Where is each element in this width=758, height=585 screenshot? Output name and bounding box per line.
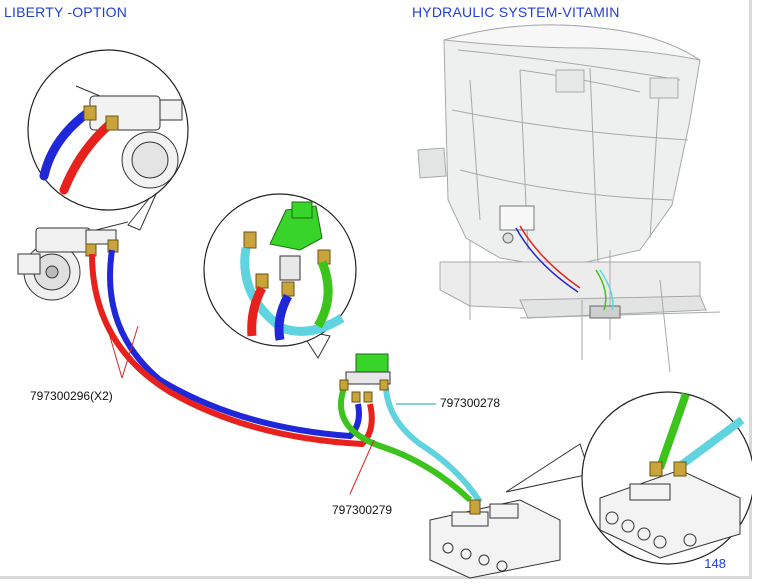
valve-detail-callout [203,193,357,359]
control-valve-block [429,499,561,579]
control-detail-callout [505,391,752,565]
part-label-hose-pair: 797300296(X2) [30,389,113,403]
tank-hose-blue [515,227,579,293]
page-number: 148 [704,556,726,571]
mixer-tank-illustration [417,24,721,373]
tank-hose-cyan [599,269,614,311]
hose-green-main [337,387,473,503]
tank-hose-red [519,225,581,289]
pump-illustration [17,221,129,301]
hose-cyan-main [383,387,483,504]
hydraulic-system-title: HYDRAULIC SYSTEM-VITAMIN [412,4,620,20]
tank-hose-green [595,269,607,311]
hose-red-main [89,253,375,448]
green-valve-illustration [339,353,391,403]
liberty-detail-callout [27,49,189,231]
part-label-hose-green: 797300279 [332,503,393,517]
leader-lines [103,315,375,495]
liberty-option-title: LIBERTY -OPTION [4,4,128,20]
part-label-hose-cyan: 797300278 [440,396,501,410]
